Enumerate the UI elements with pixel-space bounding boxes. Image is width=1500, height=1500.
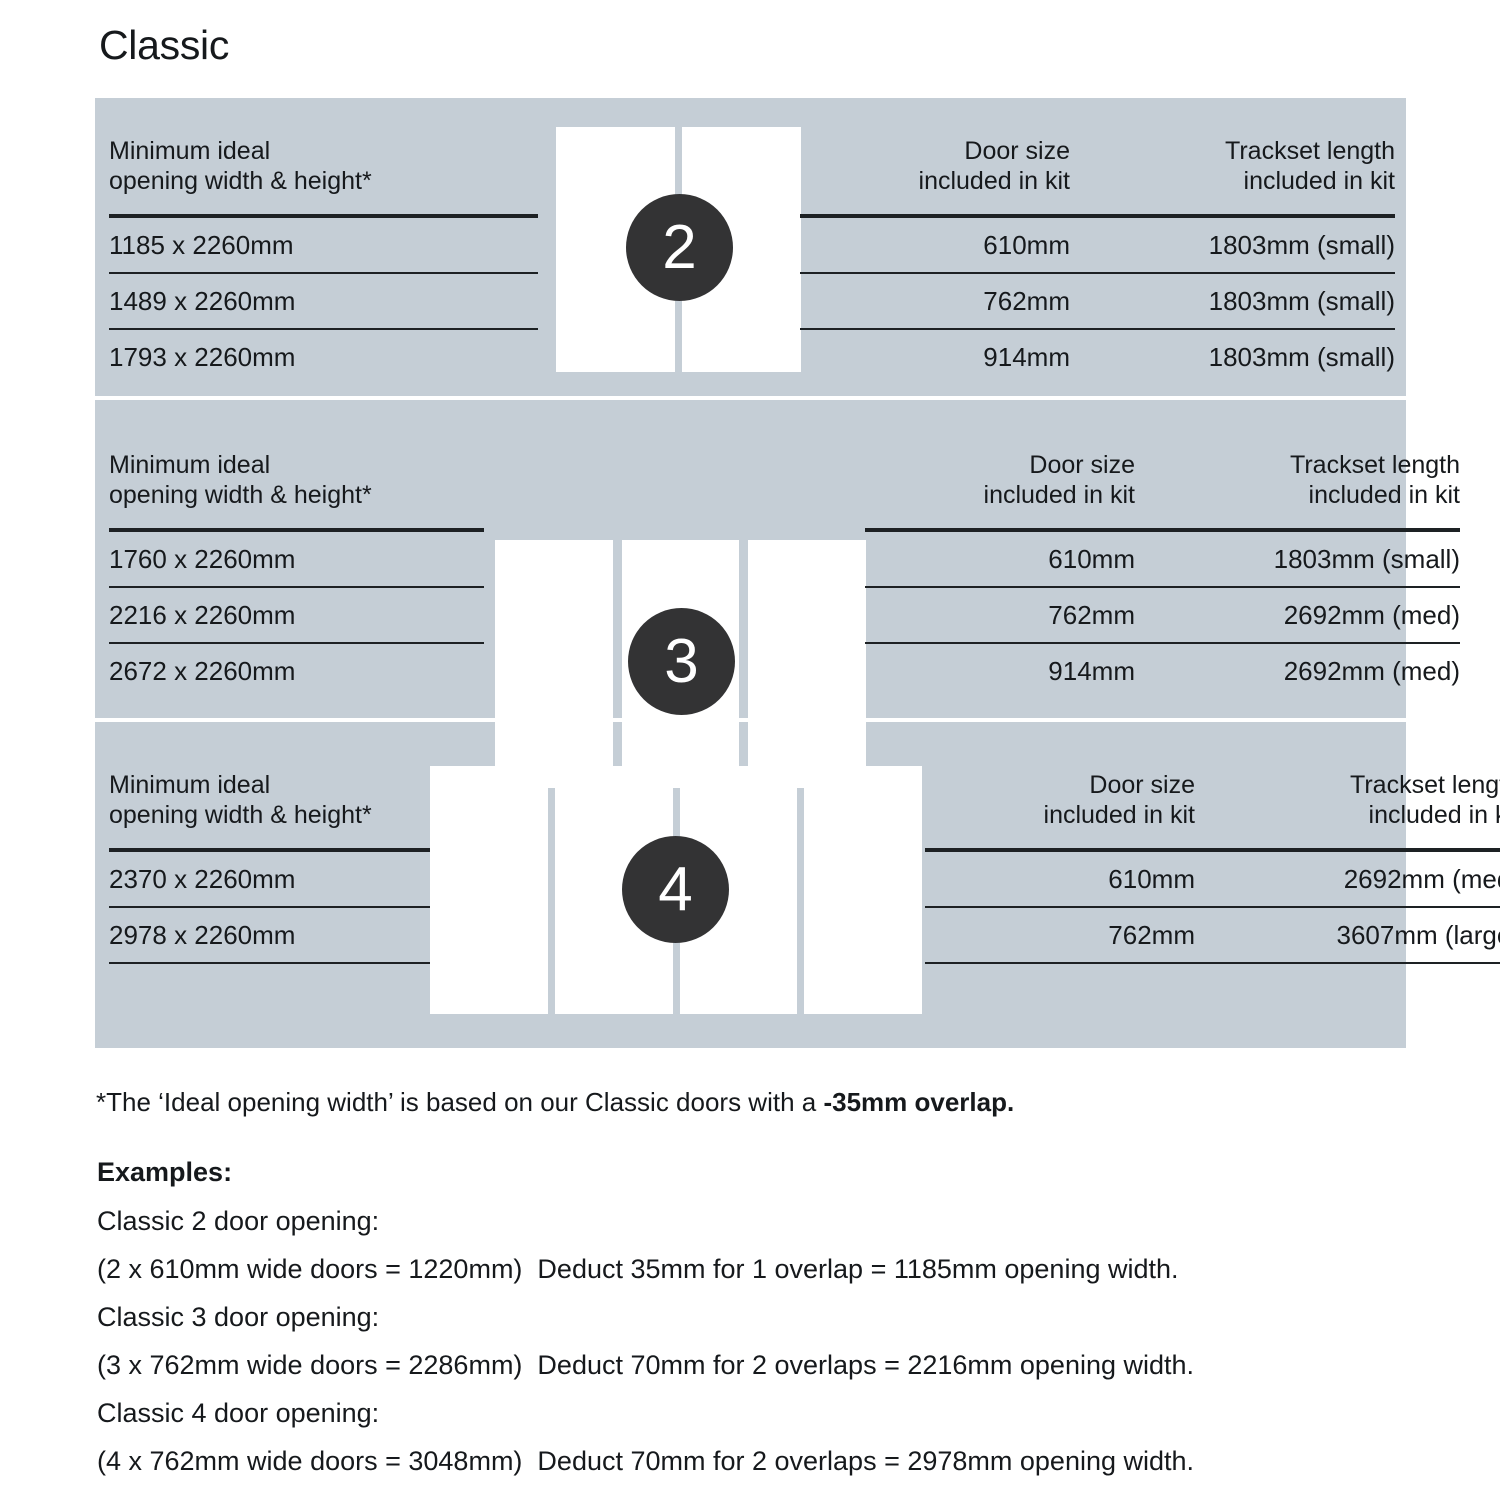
row-rule xyxy=(925,962,1500,964)
trackset-value: 3607mm (large) xyxy=(1336,920,1500,950)
door-size-value: 610mm xyxy=(983,230,1070,260)
table-row: 1793 x 2260mm xyxy=(109,330,538,384)
row-rule xyxy=(865,642,1460,644)
door-size-value: 762mm xyxy=(1108,920,1195,950)
row-rule xyxy=(865,586,1460,588)
opening-value: 2672 x 2260mm xyxy=(109,656,296,686)
footnote-bold: -35mm overlap. xyxy=(823,1087,1015,1117)
row-rule xyxy=(109,906,431,908)
header-rule xyxy=(109,528,484,532)
opening-value: 1760 x 2260mm xyxy=(109,544,296,574)
door-size-header: Door size included in kit xyxy=(918,137,1070,195)
opening-value: 1793 x 2260mm xyxy=(109,342,296,372)
page-title: Classic xyxy=(99,22,230,68)
table-row: 1185 x 2260mm xyxy=(109,218,538,272)
table-row: 762mm 1803mm (small) xyxy=(800,274,1395,328)
header-rule xyxy=(925,848,1500,852)
opening-table-2: Minimum ideal opening width & height* 11… xyxy=(109,136,538,384)
table-row: 762mm 2692mm (med) xyxy=(865,588,1460,642)
table-row: 1760 x 2260mm xyxy=(109,532,484,586)
opening-value: 1185 x 2260mm xyxy=(109,230,294,260)
door-diagram-4 xyxy=(430,766,922,1014)
opening-header-2: Minimum ideal opening width & height* xyxy=(109,137,372,195)
row-rule xyxy=(800,328,1395,330)
door-count-badge-2: 2 xyxy=(626,194,733,301)
row-rule xyxy=(109,642,484,644)
trackset-value: 2692mm (med) xyxy=(1343,864,1500,894)
section-two-door: Minimum ideal opening width & height* 11… xyxy=(95,98,1406,396)
door-panel xyxy=(748,540,867,788)
opening-value: 2978 x 2260mm xyxy=(109,920,296,950)
door-size-value: 762mm xyxy=(983,286,1070,316)
table-row: 2978 x 2260mm xyxy=(109,908,431,962)
opening-header-4: Minimum ideal opening width & height* xyxy=(109,771,372,829)
trackset-value: 1803mm (small) xyxy=(1208,342,1395,372)
trackset-value: 1803mm (small) xyxy=(1208,286,1395,316)
door-panel xyxy=(495,540,613,788)
header-rule xyxy=(109,848,431,852)
kit-table-2: Door size included in kit Trackset lengt… xyxy=(800,136,1395,384)
row-rule xyxy=(109,272,538,274)
door-size-value: 914mm xyxy=(1048,656,1135,686)
door-size-header: Door size included in kit xyxy=(983,451,1135,509)
header-rule xyxy=(109,214,538,218)
panel-divider-1 xyxy=(95,396,1406,400)
row-rule xyxy=(109,586,484,588)
spec-panel: Minimum ideal opening width & height* 11… xyxy=(95,98,1500,1048)
opening-value: 1489 x 2260mm xyxy=(109,286,296,316)
trackset-header: Trackset length included in kit xyxy=(1225,137,1395,195)
example-line: Classic 2 door opening: xyxy=(97,1206,380,1236)
table-row: 914mm 2692mm (med) xyxy=(865,644,1460,698)
door-diagram-3 xyxy=(495,540,867,788)
door-size-value: 610mm xyxy=(1048,544,1135,574)
trackset-value: 2692mm (med) xyxy=(1283,656,1460,686)
table-row: 1489 x 2260mm xyxy=(109,274,538,328)
table-row: 2370 x 2260mm xyxy=(109,852,431,906)
header-rule xyxy=(800,214,1395,218)
row-rule xyxy=(109,962,431,964)
example-line: (3 x 762mm wide doors = 2286mm) Deduct 7… xyxy=(97,1350,1195,1380)
row-rule xyxy=(925,906,1500,908)
kit-table-3: Door size included in kit Trackset lengt… xyxy=(865,450,1460,698)
door-panel xyxy=(804,766,922,1014)
door-count-badge-3: 3 xyxy=(628,608,735,715)
door-size-value: 914mm xyxy=(983,342,1070,372)
section-four-door: Minimum ideal opening width & height* 23… xyxy=(95,722,1500,1048)
opening-table-4: Minimum ideal opening width & height* 23… xyxy=(109,770,431,964)
example-line: (4 x 762mm wide doors = 3048mm) Deduct 7… xyxy=(97,1446,1195,1476)
row-rule xyxy=(109,328,538,330)
table-row: 610mm 1803mm (small) xyxy=(800,218,1395,272)
example-line: Classic 3 door opening: xyxy=(97,1302,380,1332)
kit-table-4: Door size included in kit Trackset lengt… xyxy=(925,770,1500,964)
footnote-text: *The ‘Ideal opening width’ is based on o… xyxy=(96,1087,824,1117)
opening-header-3: Minimum ideal opening width & height* xyxy=(109,451,372,509)
door-count-badge-4: 4 xyxy=(622,836,729,943)
trackset-value: 1803mm (small) xyxy=(1208,230,1395,260)
header-rule xyxy=(865,528,1460,532)
table-row: 610mm 2692mm (med) xyxy=(925,852,1500,906)
opening-table-3: Minimum ideal opening width & height* 17… xyxy=(109,450,484,698)
door-size-header: Door size included in kit xyxy=(1043,771,1195,829)
example-line: Classic 4 door opening: xyxy=(97,1398,380,1428)
door-panel xyxy=(430,766,548,1014)
door-size-value: 762mm xyxy=(1048,600,1135,630)
table-row: 762mm 3607mm (large) xyxy=(925,908,1500,962)
overlap-footnote: *The ‘Ideal opening width’ is based on o… xyxy=(96,1086,1014,1118)
opening-value: 2216 x 2260mm xyxy=(109,600,296,630)
examples-title: Examples: xyxy=(97,1157,233,1187)
door-size-value: 610mm xyxy=(1108,864,1195,894)
example-line: (2 x 610mm wide doors = 1220mm) Deduct 3… xyxy=(97,1254,1179,1284)
table-row: 610mm 1803mm (small) xyxy=(865,532,1460,586)
row-rule xyxy=(800,272,1395,274)
opening-value: 2370 x 2260mm xyxy=(109,864,296,894)
trackset-value: 2692mm (med) xyxy=(1283,600,1460,630)
trackset-header: Trackset length included in kit xyxy=(1290,451,1460,509)
trackset-header: Trackset length included in kit xyxy=(1350,771,1500,829)
table-row: 2672 x 2260mm xyxy=(109,644,484,698)
table-row: 2216 x 2260mm xyxy=(109,588,484,642)
trackset-value: 1803mm (small) xyxy=(1273,544,1460,574)
section-three-door: Minimum ideal opening width & height* 17… xyxy=(95,400,1460,788)
table-row: 914mm 1803mm (small) xyxy=(800,330,1395,384)
